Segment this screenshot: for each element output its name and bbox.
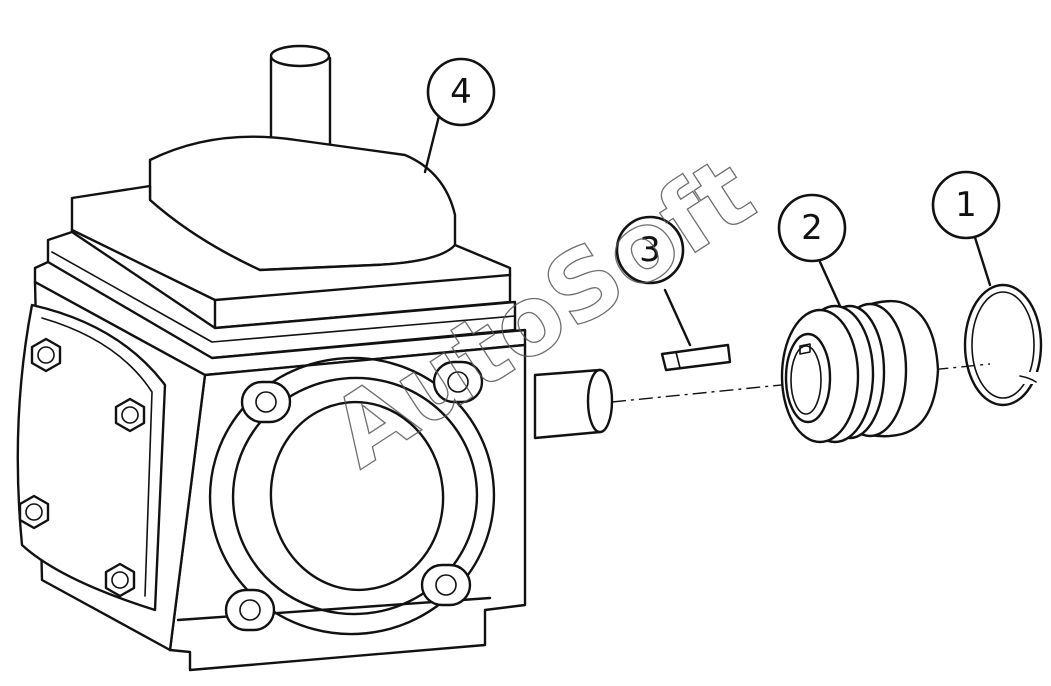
callout-1-label: 1 bbox=[955, 185, 977, 225]
callout-2: 2 bbox=[777, 193, 847, 263]
seal-bearing bbox=[780, 299, 940, 444]
callout-4-label: 4 bbox=[450, 72, 472, 112]
side-bolts bbox=[18, 337, 146, 598]
callout-4: 4 bbox=[426, 57, 496, 127]
flange-bolts bbox=[224, 360, 484, 632]
callout-1: 1 bbox=[931, 170, 1001, 240]
callout-2-label: 2 bbox=[801, 208, 823, 248]
gearbox-housing bbox=[16, 44, 614, 672]
callout-3: 3 bbox=[615, 215, 685, 285]
retaining-ring bbox=[963, 283, 1043, 407]
shaft-key bbox=[660, 343, 732, 372]
callout-3-label: 3 bbox=[639, 230, 661, 270]
output-shaft bbox=[533, 368, 614, 440]
